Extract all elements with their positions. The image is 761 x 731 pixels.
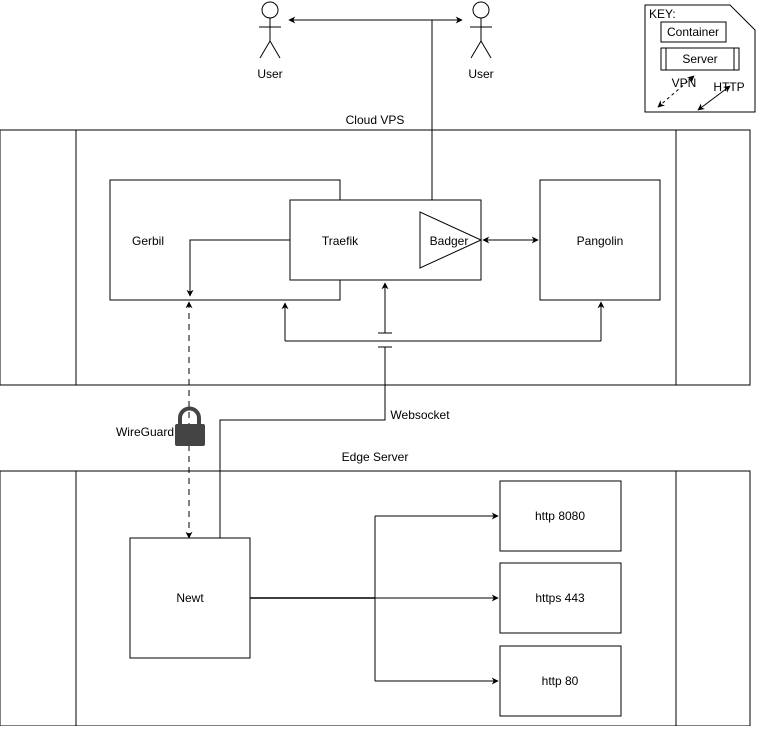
target-https-443-label: https 443 — [535, 591, 585, 605]
key-container-swatch — [660, 21, 727, 43]
key-vpn-label: VPN — [672, 76, 697, 90]
pangolin-container — [539, 179, 661, 301]
user-actor-right — [470, 1, 492, 59]
edge-server-title: Edge Server — [342, 450, 409, 464]
pangolin-label: Pangolin — [577, 234, 624, 248]
cloud-vps-server — [0, 129, 751, 386]
newt-label: Newt — [176, 591, 204, 605]
key-http-arrow — [697, 85, 731, 111]
user-label-left: User — [257, 67, 282, 81]
user-actor-left — [259, 1, 281, 59]
cloud-vps-title: Cloud VPS — [346, 113, 405, 127]
target-https-443 — [499, 562, 622, 634]
target-http-8080 — [499, 480, 622, 552]
key-http-label: HTTP — [713, 80, 744, 94]
lock-icon — [175, 406, 205, 446]
wireguard-label: WireGuard — [116, 425, 174, 439]
target-http-80 — [499, 645, 622, 717]
traefik-label: Traefik — [322, 234, 359, 248]
key-title: KEY: — [649, 7, 676, 21]
key-container-label: Container — [667, 25, 719, 39]
traefik-to-gerbil-link — [186, 239, 290, 297]
badger-label: Badger — [430, 234, 469, 248]
key-vpn-arrow — [657, 75, 695, 108]
key-server-swatch — [660, 47, 740, 71]
target-http-80-label: http 80 — [542, 674, 579, 688]
websocket-label: Websocket — [390, 408, 450, 422]
key-server-label: Server — [682, 52, 717, 66]
target-http-8080-label: http 8080 — [535, 509, 585, 523]
badger-middleware — [419, 211, 483, 269]
gerbil-label: Gerbil — [132, 234, 164, 248]
websocket-link — [219, 347, 386, 538]
user-label-right: User — [468, 67, 493, 81]
